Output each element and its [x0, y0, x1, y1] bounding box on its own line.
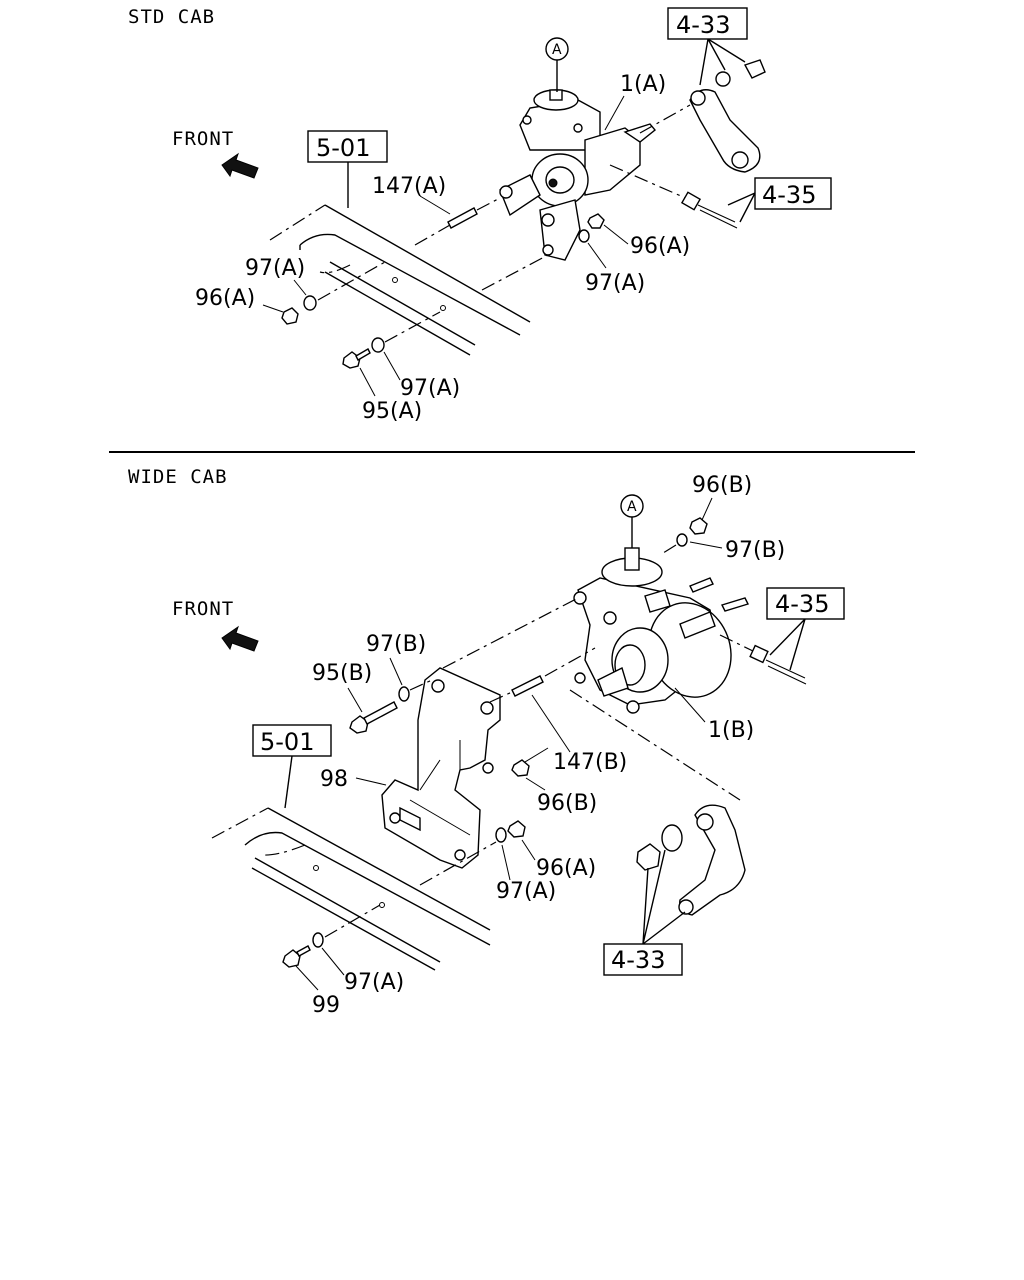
- std-ref-4-35: 4-35: [762, 181, 816, 209]
- wide-bolt-99: [296, 945, 311, 957]
- std-hose-fittings: [609, 164, 738, 229]
- std-front-arrow-icon: [221, 152, 259, 179]
- wide-part-97a-mid: 97(A): [496, 879, 556, 904]
- wide-circle-a: A: [627, 499, 637, 515]
- std-washer-97a-bottom: [371, 337, 385, 353]
- wide-part-96b-top: 96(B): [692, 473, 752, 498]
- wide-ref-5-01: 5-01: [260, 728, 314, 756]
- wide-hose-fittings: [719, 634, 807, 685]
- wide-part-96a: 96(A): [536, 856, 596, 881]
- wide-bolt-99-head: [282, 949, 301, 968]
- std-stud-147a: [447, 207, 478, 229]
- wide-nut-96b-top: [689, 517, 708, 535]
- wide-bolt-95b-head: [349, 715, 369, 734]
- wide-ref-4-33: 4-33: [611, 946, 665, 974]
- wide-part-96b: 96(B): [537, 791, 597, 816]
- std-part-97a-right: 97(A): [585, 271, 645, 296]
- wide-ref-4-35: 4-35: [775, 590, 829, 618]
- wide-pitman-arm: [636, 804, 746, 916]
- wide-nut-96b: [511, 759, 530, 777]
- std-cab-title: STD CAB: [128, 6, 215, 28]
- wide-washer-97b-left: [398, 686, 410, 702]
- std-part-97a-bottom: 97(A): [400, 376, 460, 401]
- std-circle-a: A: [552, 42, 562, 58]
- std-frame-rail: [269, 204, 531, 356]
- std-front-label: FRONT: [172, 128, 234, 150]
- std-part-1a: 1(A): [620, 72, 666, 97]
- wide-washer-97a-bottom: [312, 932, 324, 948]
- wide-part-98: 98: [320, 767, 348, 792]
- std-part-147a: 147(A): [372, 174, 446, 199]
- std-bolt-95a: [355, 348, 371, 361]
- std-nut-96a-right: [587, 213, 605, 229]
- wide-part-97b-left: 97(B): [366, 632, 426, 657]
- wide-washer-97b-top: [676, 533, 688, 547]
- wide-part-97a-bottom: 97(A): [344, 970, 404, 995]
- std-part-96a-right: 96(A): [630, 234, 690, 259]
- std-washer-97a-left: [303, 295, 317, 311]
- wide-part-99: 99: [312, 993, 340, 1018]
- std-nut-96a-left: [281, 307, 299, 325]
- wide-frame-rail: [211, 807, 491, 971]
- wide-part-1b: 1(B): [708, 718, 754, 743]
- wide-stud-147b: [511, 675, 544, 697]
- std-pitman-arm: [639, 59, 766, 173]
- wide-part-147b: 147(B): [553, 750, 627, 775]
- wide-part-95b: 95(B): [312, 661, 372, 686]
- wide-front-label: FRONT: [172, 598, 234, 620]
- wide-washer-97a-mid: [495, 827, 507, 843]
- std-washer-97a-right: [578, 229, 590, 243]
- std-ref-4-33: 4-33: [676, 11, 730, 39]
- std-part-96a-left: 96(A): [195, 286, 255, 311]
- std-part-95a: 95(A): [362, 399, 422, 424]
- wide-bracket-98: [381, 667, 501, 869]
- wide-part-97b-top: 97(B): [725, 538, 785, 563]
- wide-ref-4-35-box: [766, 587, 845, 620]
- wide-steering-gear: [573, 547, 749, 714]
- wide-front-arrow-icon: [221, 625, 259, 652]
- std-ref-5-01: 5-01: [316, 134, 370, 162]
- wide-bolt-95b: [363, 701, 398, 725]
- wide-cab-title: WIDE CAB: [128, 466, 228, 488]
- std-part-97a-left: 97(A): [245, 256, 305, 281]
- wide-nut-96a: [507, 820, 526, 838]
